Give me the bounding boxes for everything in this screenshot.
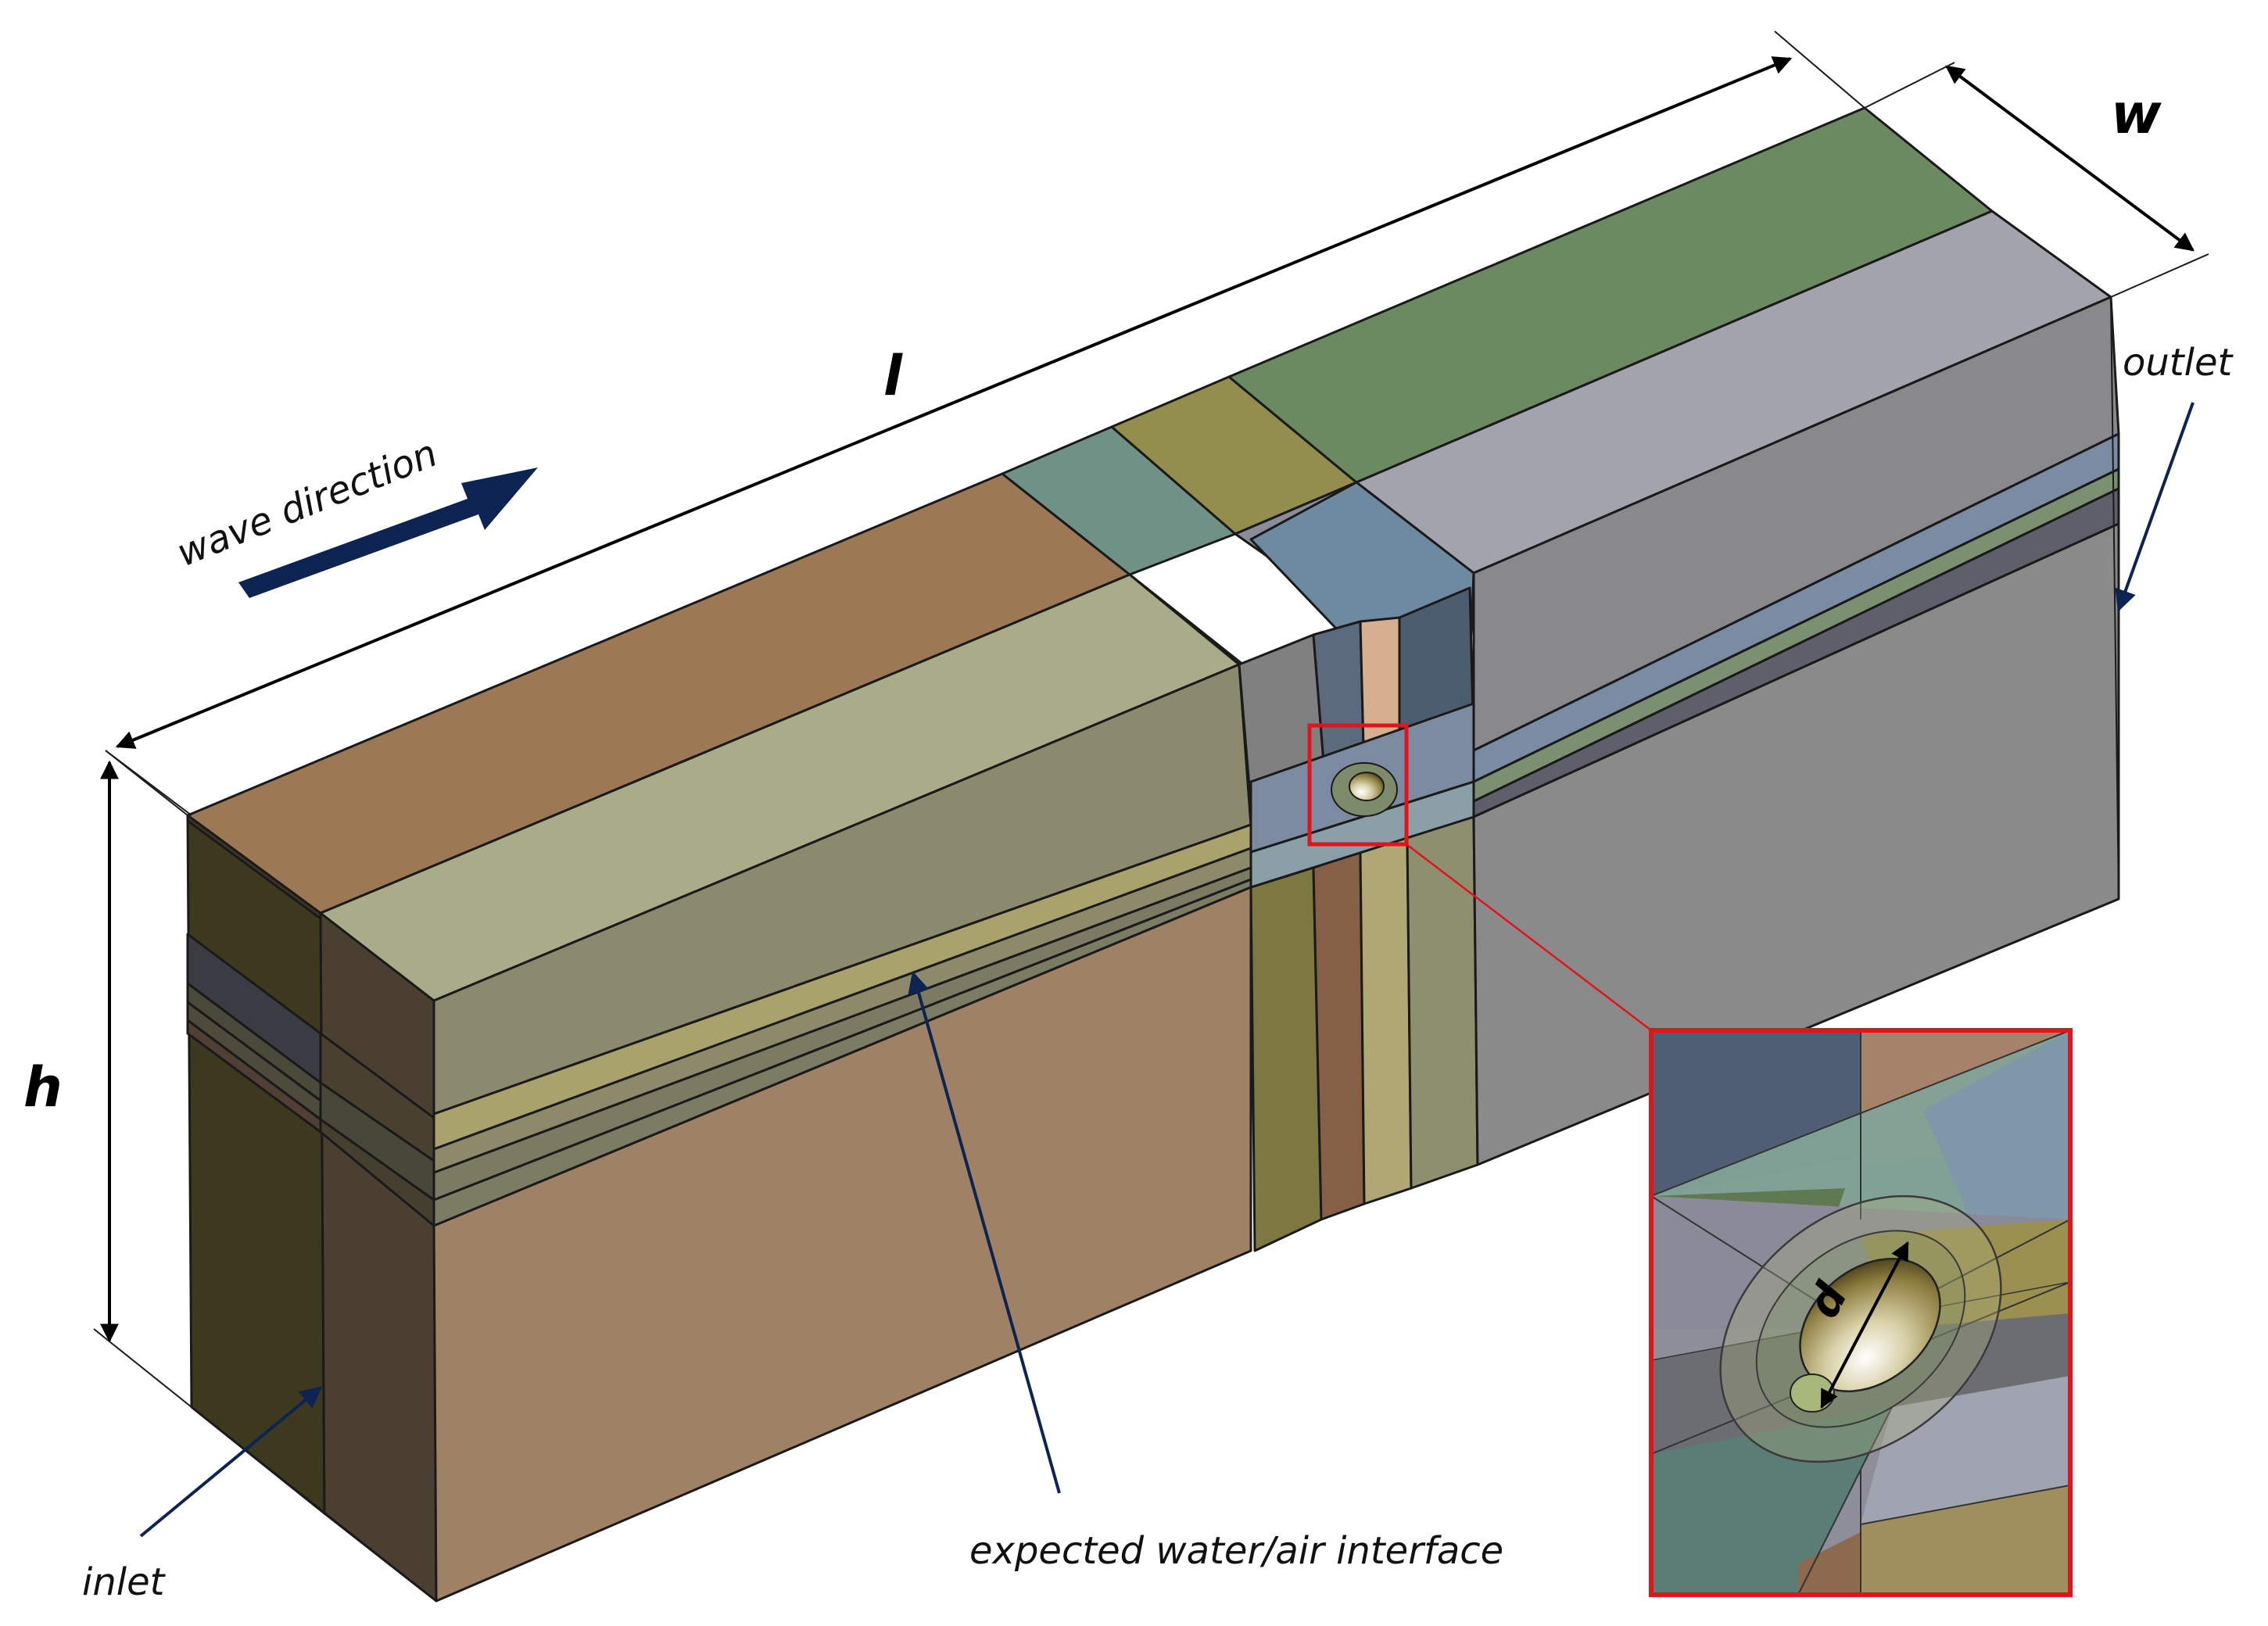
interface-label: expected water/air interface bbox=[969, 1529, 1503, 1573]
length-label: l bbox=[883, 344, 903, 408]
dimension-length: l bbox=[105, 30, 1865, 816]
dimension-width: w bbox=[1864, 62, 2209, 298]
height-label: h bbox=[23, 1055, 63, 1119]
inlet-pointer: inlet bbox=[82, 1386, 323, 1604]
inlet-face bbox=[186, 814, 438, 1603]
zoom-inset: d bbox=[1649, 1028, 2073, 1597]
highlight-box bbox=[1307, 723, 1652, 1031]
width-label: w bbox=[2111, 82, 2162, 146]
dimension-height: h bbox=[23, 750, 437, 1602]
wave-direction-label: wave direction bbox=[171, 432, 444, 575]
outlet-label: outlet bbox=[2123, 341, 2234, 385]
outlet-pointer: outlet bbox=[2115, 341, 2234, 612]
inlet-label: inlet bbox=[82, 1560, 167, 1604]
interface-pointer: expected water/air interface bbox=[908, 971, 1503, 1573]
wave-direction-arrow: wave direction bbox=[171, 432, 538, 598]
